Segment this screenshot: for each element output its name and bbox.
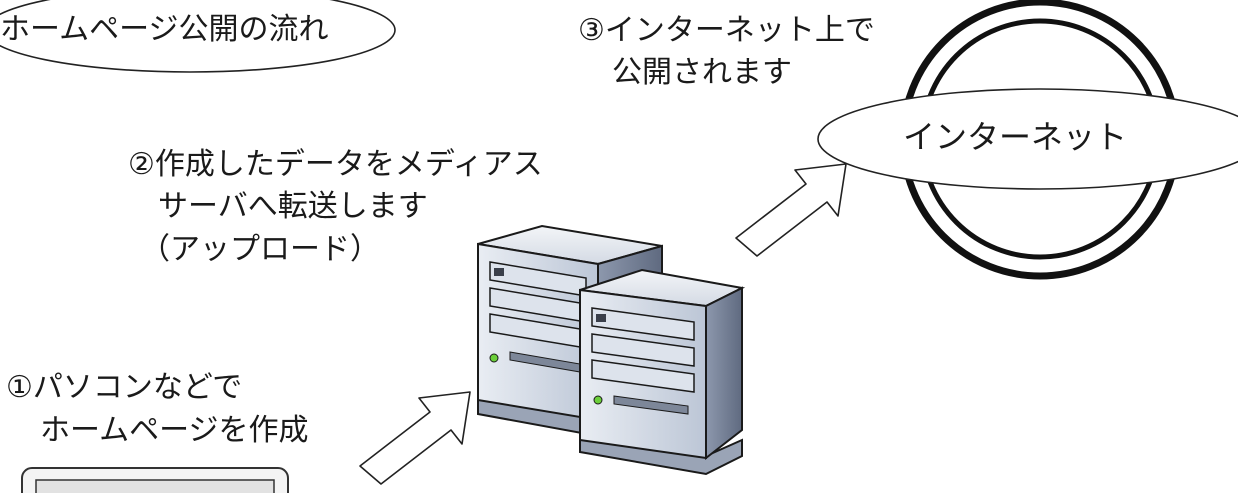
computer-monitor-icon <box>21 467 289 493</box>
page-title: ホームページ公開の流れ <box>0 12 329 47</box>
globe-icon <box>817 0 1238 280</box>
step1-label-line1: ①パソコンなどで <box>6 370 243 405</box>
title-ellipse <box>0 0 396 73</box>
step2-label-line2: サーバへ転送します <box>158 189 428 224</box>
step3-label-line1: ③インターネット上で <box>578 13 875 48</box>
internet-label: インターネット <box>903 118 1128 156</box>
step3-label-line2: 公開されます <box>612 55 792 90</box>
step2-label-line3: （アップロード） <box>140 232 380 267</box>
step1-label-line2: ホームページを作成 <box>40 413 309 448</box>
server-tower-icon <box>579 268 746 476</box>
arrow-icon <box>735 163 847 257</box>
internet-ellipse <box>817 88 1238 190</box>
step2-label-line1: ②作成したデータをメディアス <box>128 147 543 182</box>
arrow-icon <box>359 391 471 485</box>
